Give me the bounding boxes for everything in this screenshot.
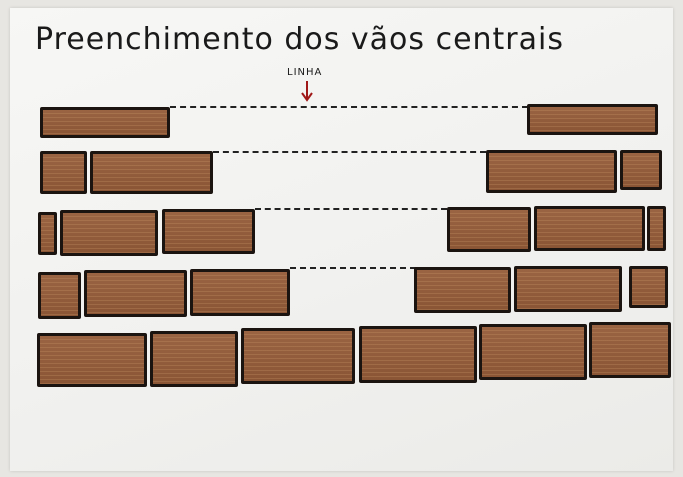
brick [479,324,587,380]
brick [60,210,158,256]
brick [514,266,622,312]
brick [447,207,531,252]
brick [37,333,147,387]
guide-line-row-1 [170,106,528,108]
brick [534,206,645,251]
brick [647,206,666,251]
brick [241,328,355,384]
brick [359,326,477,383]
line-marker-label: LINHA [287,67,323,78]
guide-line-row-4 [290,267,416,269]
brick [620,150,662,190]
brick [38,272,81,319]
brick [150,331,238,387]
brick [162,209,255,254]
brick [40,151,87,194]
guide-line-row-2 [213,151,486,153]
brick [40,107,170,138]
diagram-title: Preenchimento dos vãos centrais [35,22,564,57]
brick [84,270,187,317]
brick [527,104,658,135]
brick [38,212,57,255]
guide-line-row-3 [255,208,447,210]
brick [486,150,617,193]
down-arrow-icon [301,81,313,102]
brick [629,266,668,308]
brick [90,151,213,194]
brick [414,267,511,313]
brick [190,269,290,316]
brick [589,322,671,378]
